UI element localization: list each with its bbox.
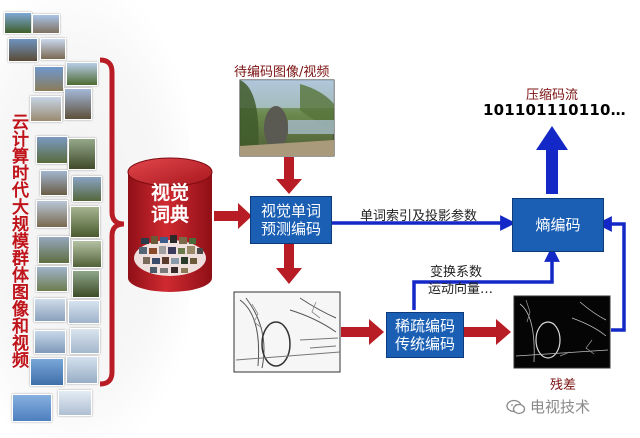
thumbnail (34, 298, 66, 322)
collage-bracket (99, 57, 125, 387)
thumbnail (40, 38, 66, 60)
visual-word-box-line2: 预测编码 (260, 220, 321, 238)
output-title: 压缩码流 (526, 88, 579, 103)
thumbnail (30, 96, 62, 122)
thumbnail (12, 394, 52, 422)
watermark-text: 电视技术 (530, 398, 591, 416)
output-arrow (536, 126, 568, 194)
red-arrows (214, 157, 511, 345)
index-params-label: 单词索引及投影参数 (360, 209, 478, 224)
thumbnail (64, 88, 92, 120)
thumbnail (68, 138, 96, 170)
thumbnail (36, 200, 68, 228)
visual-word-box-line1: 视觉单词 (260, 202, 321, 220)
thumbnail (8, 38, 38, 62)
thumbnail (4, 12, 32, 34)
thumbnail (36, 266, 68, 292)
thumbnail (34, 66, 64, 92)
blue-arrows (332, 215, 626, 332)
input-label: 待编码图像/视频 (234, 65, 330, 80)
thumbnail (70, 206, 100, 238)
output-bitstream: 101101110110… (483, 101, 626, 119)
thumbnail (68, 300, 100, 324)
sparse-box-line1: 稀疏编码 (394, 317, 455, 335)
dictionary-label-line2: 词典 (150, 204, 189, 226)
watermark: 电视技术 (506, 396, 590, 417)
thumbnail (72, 176, 102, 202)
thumbnail (66, 356, 98, 384)
entropy-coding-box: 熵编码 (512, 198, 604, 252)
input-photo (239, 79, 335, 157)
thumbnail (70, 328, 100, 354)
residual-image (513, 295, 611, 369)
thumbnail (58, 390, 92, 416)
thumbnail (40, 170, 68, 196)
transform-coef-label: 变换系数 (430, 265, 483, 280)
dictionary-label-line1: 视觉 (150, 182, 189, 204)
edge-image (233, 291, 341, 373)
visual-word-prediction-box: 视觉单词 预测编码 (250, 196, 332, 244)
collage-title: 云计算时代大规模群体图像和视频 (8, 112, 28, 368)
sparse-box-line2: 传统编码 (394, 335, 455, 353)
residual-label: 残差 (550, 378, 577, 393)
entropy-box-label: 熵编码 (535, 216, 581, 234)
thumbnail (72, 240, 102, 268)
thumbnail (32, 14, 60, 34)
thumbnail (30, 358, 64, 386)
thumbnail (66, 62, 98, 86)
visual-word-patches (139, 235, 203, 273)
thumbnail (38, 236, 70, 264)
dictionary-label: 视觉 词典 (125, 182, 215, 226)
sparse-coding-box: 稀疏编码 传统编码 (386, 312, 464, 358)
wechat-icon (506, 399, 526, 414)
thumbnail (34, 330, 66, 354)
motion-vector-label: 运动向量… (428, 282, 494, 297)
thumbnail (36, 136, 68, 164)
thumbnail (72, 270, 100, 298)
